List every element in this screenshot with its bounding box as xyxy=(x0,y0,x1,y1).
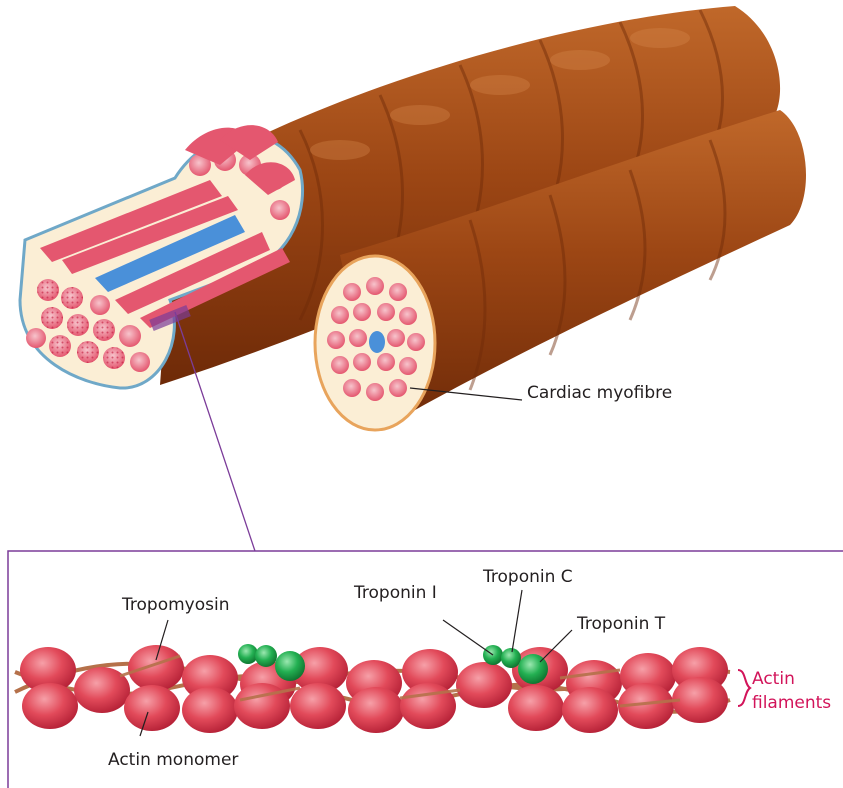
troponin-i-label: Troponin I xyxy=(353,583,437,603)
actin-monomer-label: Actin monomer xyxy=(108,750,238,770)
nucleus xyxy=(369,331,385,353)
actin-filaments-label-line1: Actin xyxy=(752,669,795,689)
tropomyosin-label: Tropomyosin xyxy=(121,595,229,615)
brace xyxy=(738,670,750,706)
cardiac-myofibre-label: Cardiac myofibre xyxy=(527,383,672,403)
troponin-t-label: Troponin T xyxy=(576,614,666,634)
troponin-c-label: Troponin C xyxy=(482,567,573,587)
actin-filaments-label-line2: filaments xyxy=(752,693,831,713)
